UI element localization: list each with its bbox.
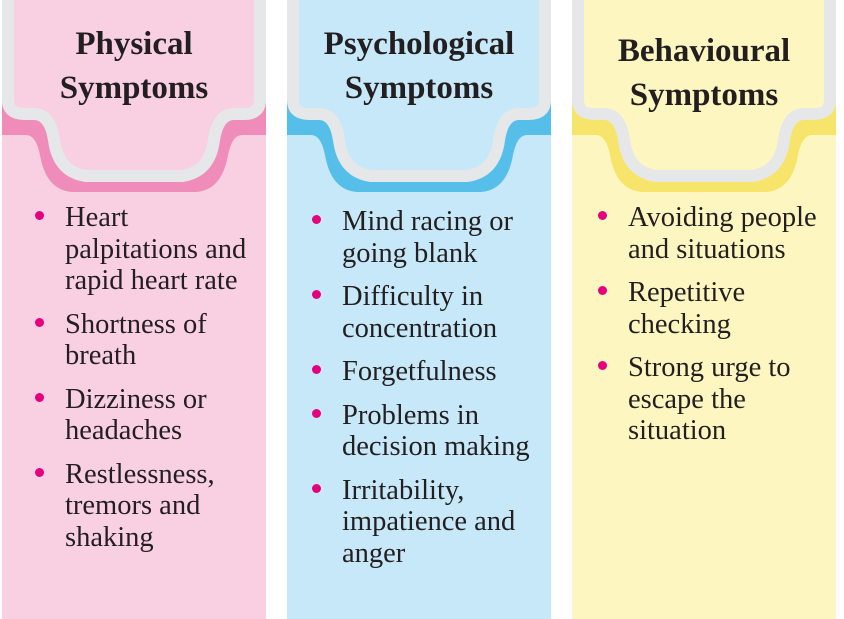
bullet-icon <box>312 408 321 418</box>
bullet-icon <box>598 361 607 370</box>
symptom-list: Heart palpitations and rapid heart rate … <box>2 202 266 565</box>
symptom-list: Mind racing or going blank Difficulty in… <box>287 206 551 581</box>
list-item: Restlessness, tremors and shaking <box>35 459 258 554</box>
bullet-icon <box>598 286 607 295</box>
header-shield <box>572 0 836 192</box>
psychological-symptoms-column: Psychological Symptoms Mind racing or go… <box>287 0 551 619</box>
list-item: Difficulty in concentration <box>312 281 545 344</box>
list-item: Problems in decision making <box>312 400 545 463</box>
bullet-icon <box>35 467 44 477</box>
bullet-icon <box>312 365 321 374</box>
header-shield <box>287 0 551 192</box>
bullet-icon <box>312 483 321 493</box>
header-shield <box>2 0 266 192</box>
list-item: Mind racing or going blank <box>312 206 545 269</box>
list-item: Avoiding people and situations <box>598 202 830 265</box>
list-item: Repetitive checking <box>598 277 830 340</box>
bullet-icon <box>598 211 607 220</box>
bullet-icon <box>312 215 321 224</box>
list-item: Strong urge to escape the situation <box>598 352 830 447</box>
symptom-list: Avoiding people and situations Repetitiv… <box>572 202 836 459</box>
list-item: Forgetfulness <box>312 356 545 388</box>
column-title: Psychological Symptoms <box>323 26 515 106</box>
bullet-icon <box>35 317 44 327</box>
list-item: Irritability, impatience and anger <box>312 475 545 570</box>
list-item: Shortness of breath <box>35 309 258 372</box>
physical-symptoms-column: Physical Symptoms Heart palpitations and… <box>2 0 266 619</box>
list-item: Dizziness or headaches <box>35 384 258 447</box>
bullet-icon <box>312 290 321 299</box>
column-title: Physical Symptoms <box>59 26 209 106</box>
bullet-icon <box>35 211 44 220</box>
column-title: Behavioural Symptoms <box>617 33 791 113</box>
behavioural-symptoms-column: Behavioural Symptoms Avoiding people and… <box>572 0 836 619</box>
bullet-icon <box>35 392 44 402</box>
list-item: Heart palpitations and rapid heart rate <box>35 202 258 297</box>
